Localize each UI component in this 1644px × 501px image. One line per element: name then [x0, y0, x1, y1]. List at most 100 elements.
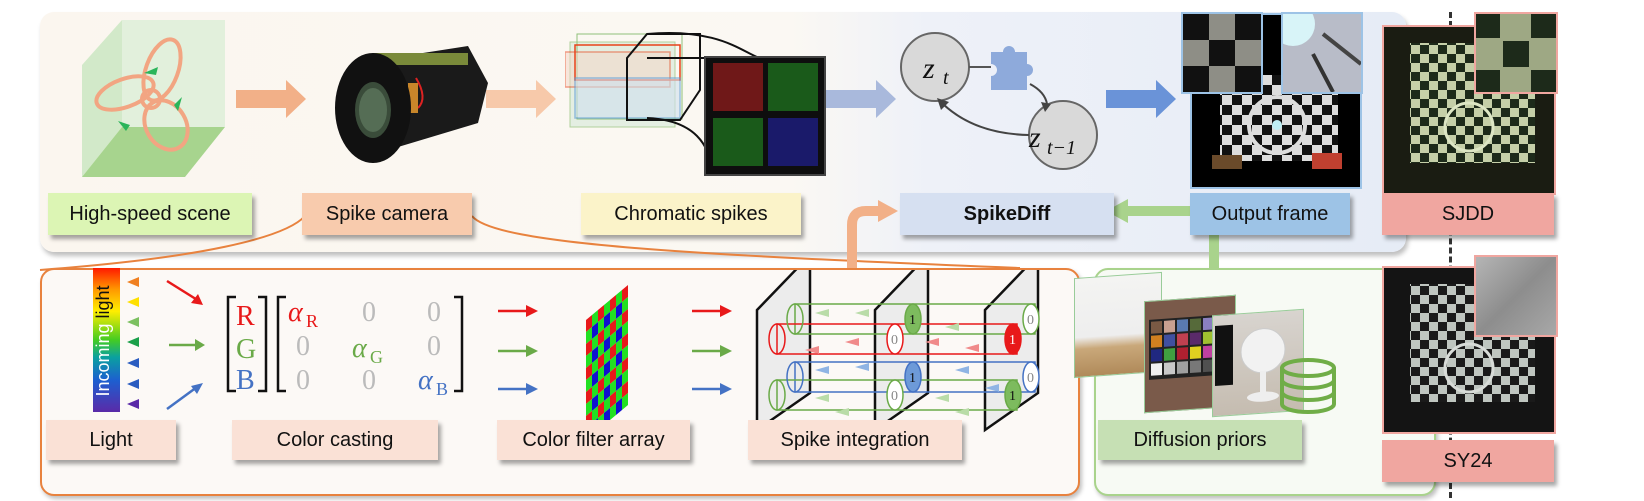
color-swatch — [1164, 348, 1175, 361]
latent-loop-diagram: z t z t−1 — [900, 32, 1098, 170]
color-swatch — [1203, 345, 1214, 359]
cfa-cell — [622, 357, 628, 374]
m10: 0 — [296, 331, 310, 362]
cfa-cell — [598, 389, 604, 406]
cfa-cell — [598, 353, 604, 370]
arrow-head-green — [1106, 199, 1128, 223]
color-swatch — [1177, 361, 1188, 374]
color-swatch — [1177, 319, 1188, 332]
cfa-cell — [598, 305, 604, 322]
light-ray-markers — [127, 277, 139, 409]
arrow-detail-to-spikediff — [847, 206, 880, 268]
zt-label: z — [922, 52, 935, 85]
right-green-top-value: 0 — [1027, 313, 1034, 328]
cfa-cell — [622, 333, 628, 350]
output-zoom-inset-fan — [1281, 12, 1363, 94]
vector-g: G — [236, 334, 256, 365]
cfa-cell — [604, 372, 610, 389]
cfa-cell — [592, 394, 598, 411]
cfa-cell — [622, 285, 628, 302]
color-swatch — [1203, 359, 1214, 373]
puzzle-icon — [991, 46, 1033, 90]
prior-image-white-fan — [1212, 308, 1304, 418]
cfa-cell — [616, 290, 622, 307]
vector-r: R — [236, 301, 255, 332]
cfa-cell — [592, 382, 598, 399]
cfa-cell — [622, 381, 628, 398]
label-color-casting: Color casting — [232, 420, 438, 460]
spike-camera-image — [335, 46, 488, 163]
incoming-text: Incoming — [93, 318, 113, 397]
cfa-cell — [592, 322, 598, 339]
latent-node-zt — [900, 32, 970, 102]
chromatic-spikes-illustration — [565, 32, 826, 176]
cfa-cell — [610, 343, 616, 360]
color-swatch — [1164, 334, 1175, 347]
cfa-cell — [604, 360, 610, 377]
arrow-camera-to-spikes — [486, 80, 556, 118]
cfa-cell — [622, 321, 628, 338]
cfa-cell — [616, 302, 622, 319]
alpha-b: α — [418, 365, 434, 396]
label-high-speed-scene: High-speed scene — [48, 193, 252, 235]
vector-b: B — [236, 365, 255, 396]
cfa-cell — [604, 348, 610, 365]
cfa-cell — [604, 324, 610, 341]
cfa-cell — [604, 336, 610, 353]
cfa-cell — [610, 367, 616, 384]
mid-red-value: 0 — [891, 333, 898, 348]
cfa-cell — [586, 351, 592, 368]
arrow-head-orange — [878, 200, 898, 222]
alpha-r-sub: R — [306, 311, 318, 331]
matrix-to-cfa-arrows — [498, 305, 538, 395]
label-light: Light — [46, 420, 176, 460]
high-speed-scene-illustration — [82, 20, 225, 177]
camera-connector-left — [39, 215, 306, 271]
m01: 0 — [362, 297, 376, 328]
cfa-cell — [616, 386, 622, 403]
m12: 0 — [427, 331, 441, 362]
cfa-cell — [598, 365, 604, 382]
cfa-cell — [616, 350, 622, 367]
cfa-cell — [598, 329, 604, 346]
cfa-cell — [610, 379, 616, 396]
color-casting-matrix: R G B α R 0 0 0 α G 0 0 0 α B — [226, 295, 464, 399]
cfa-cell — [616, 374, 622, 391]
cfa-cell — [586, 375, 592, 392]
label-chromatic-spikes: Chromatic spikes — [581, 193, 801, 235]
prior-image-color-checker — [1144, 294, 1236, 414]
m20: 0 — [296, 365, 310, 396]
alpha-r: α — [288, 297, 304, 328]
color-swatch — [1203, 317, 1214, 331]
cfa-cell — [622, 297, 628, 314]
color-swatch — [1190, 360, 1201, 373]
right-red-value: 1 — [1009, 333, 1016, 348]
cfa-cell — [604, 300, 610, 317]
cfa-cell — [616, 338, 622, 355]
cfa-cell — [610, 295, 616, 312]
label-spike-camera: Spike camera — [302, 193, 472, 235]
cfa-cell — [592, 334, 598, 351]
cfa-cell — [610, 307, 616, 324]
arrow-spikes-to-model — [826, 80, 896, 118]
cfa-cell — [610, 391, 616, 408]
cfa-cell — [616, 362, 622, 379]
cfa-cell — [586, 399, 592, 416]
label-sy24: SY24 — [1382, 440, 1554, 482]
light-text: light — [93, 285, 113, 319]
cfa-cell — [586, 387, 592, 404]
cfa-cell — [598, 377, 604, 394]
cfa-to-integration-arrows — [692, 305, 732, 395]
incoming-light-text: Incoming light — [93, 268, 119, 414]
cfa-cell — [604, 384, 610, 401]
cfa-cell — [598, 341, 604, 358]
cfa-cell — [610, 355, 616, 372]
arrow-model-to-output — [1106, 80, 1176, 118]
cfa-cell — [586, 363, 592, 380]
label-sjdd: SJDD — [1382, 193, 1554, 235]
mid-green-top-value: 1 — [909, 313, 916, 328]
right-blue-value: 0 — [1027, 371, 1034, 386]
color-swatch — [1151, 348, 1162, 362]
mid-blue-value: 1 — [909, 371, 916, 386]
sjdd-zoom-inset — [1474, 12, 1558, 94]
